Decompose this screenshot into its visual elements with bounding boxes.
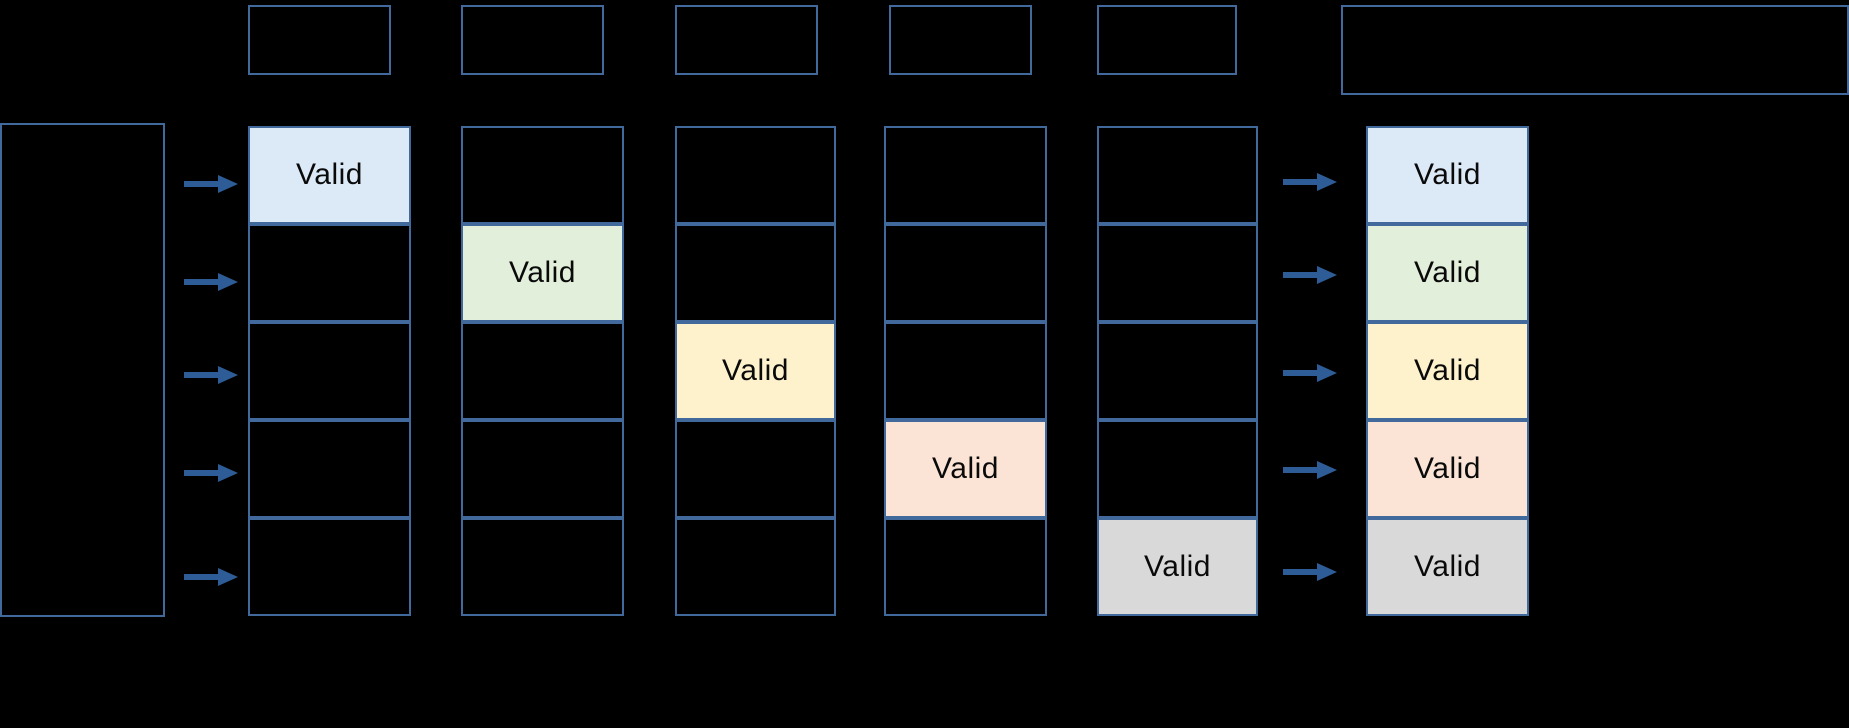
column-2-cell-3 <box>461 322 624 420</box>
column-1-cell-2 <box>248 224 411 322</box>
arrow-right-icon <box>184 366 238 384</box>
column-3-valid-cell: Valid <box>675 322 836 420</box>
arrow-right-icon <box>1283 266 1337 284</box>
column-2-cell-1 <box>461 126 624 224</box>
result-cell-1: Valid <box>1366 126 1529 224</box>
header-box-2 <box>461 5 604 75</box>
arrow-right-icon <box>184 464 238 482</box>
column-1-cell-5 <box>248 518 411 616</box>
column-2-cell-5 <box>461 518 624 616</box>
column-1-valid-cell: Valid <box>248 126 411 224</box>
arrow-right-icon <box>184 273 238 291</box>
column-4-cell-1 <box>884 126 1047 224</box>
arrow-right-icon <box>1283 364 1337 382</box>
column-3-cell-1 <box>675 126 836 224</box>
column-5-valid-cell: Valid <box>1097 518 1258 616</box>
column-3-cell-4 <box>675 420 836 518</box>
column-5-cell-2 <box>1097 224 1258 322</box>
header-box-6 <box>1341 5 1849 95</box>
header-box-1 <box>248 5 391 75</box>
column-3-cell-2 <box>675 224 836 322</box>
left-arrow-1 <box>184 172 238 193</box>
source-box <box>0 123 165 617</box>
arrow-right-icon <box>184 175 238 193</box>
right-arrow-3 <box>1283 361 1337 382</box>
column-1-cell-3 <box>248 322 411 420</box>
column-4-cell-2 <box>884 224 1047 322</box>
column-1-cell-4 <box>248 420 411 518</box>
arrow-right-icon <box>1283 461 1337 479</box>
arrow-right-icon <box>184 568 238 586</box>
left-arrow-5 <box>184 565 238 586</box>
left-arrow-4 <box>184 461 238 482</box>
column-5-cell-4 <box>1097 420 1258 518</box>
result-cell-3: Valid <box>1366 322 1529 420</box>
header-box-4 <box>889 5 1032 75</box>
arrow-right-icon <box>1283 173 1337 191</box>
column-3-cell-5 <box>675 518 836 616</box>
column-5-cell-3 <box>1097 322 1258 420</box>
right-arrow-4 <box>1283 458 1337 479</box>
header-box-3 <box>675 5 818 75</box>
column-5-cell-1 <box>1097 126 1258 224</box>
left-arrow-3 <box>184 363 238 384</box>
column-4-cell-5 <box>884 518 1047 616</box>
result-cell-4: Valid <box>1366 420 1529 518</box>
header-box-5 <box>1097 5 1237 75</box>
result-cell-2: Valid <box>1366 224 1529 322</box>
right-arrow-1 <box>1283 170 1337 191</box>
right-arrow-5 <box>1283 560 1337 581</box>
right-arrow-2 <box>1283 263 1337 284</box>
arrow-right-icon <box>1283 563 1337 581</box>
column-2-cell-4 <box>461 420 624 518</box>
result-cell-5: Valid <box>1366 518 1529 616</box>
column-4-cell-3 <box>884 322 1047 420</box>
left-arrow-2 <box>184 270 238 291</box>
column-4-valid-cell: Valid <box>884 420 1047 518</box>
column-2-valid-cell: Valid <box>461 224 624 322</box>
